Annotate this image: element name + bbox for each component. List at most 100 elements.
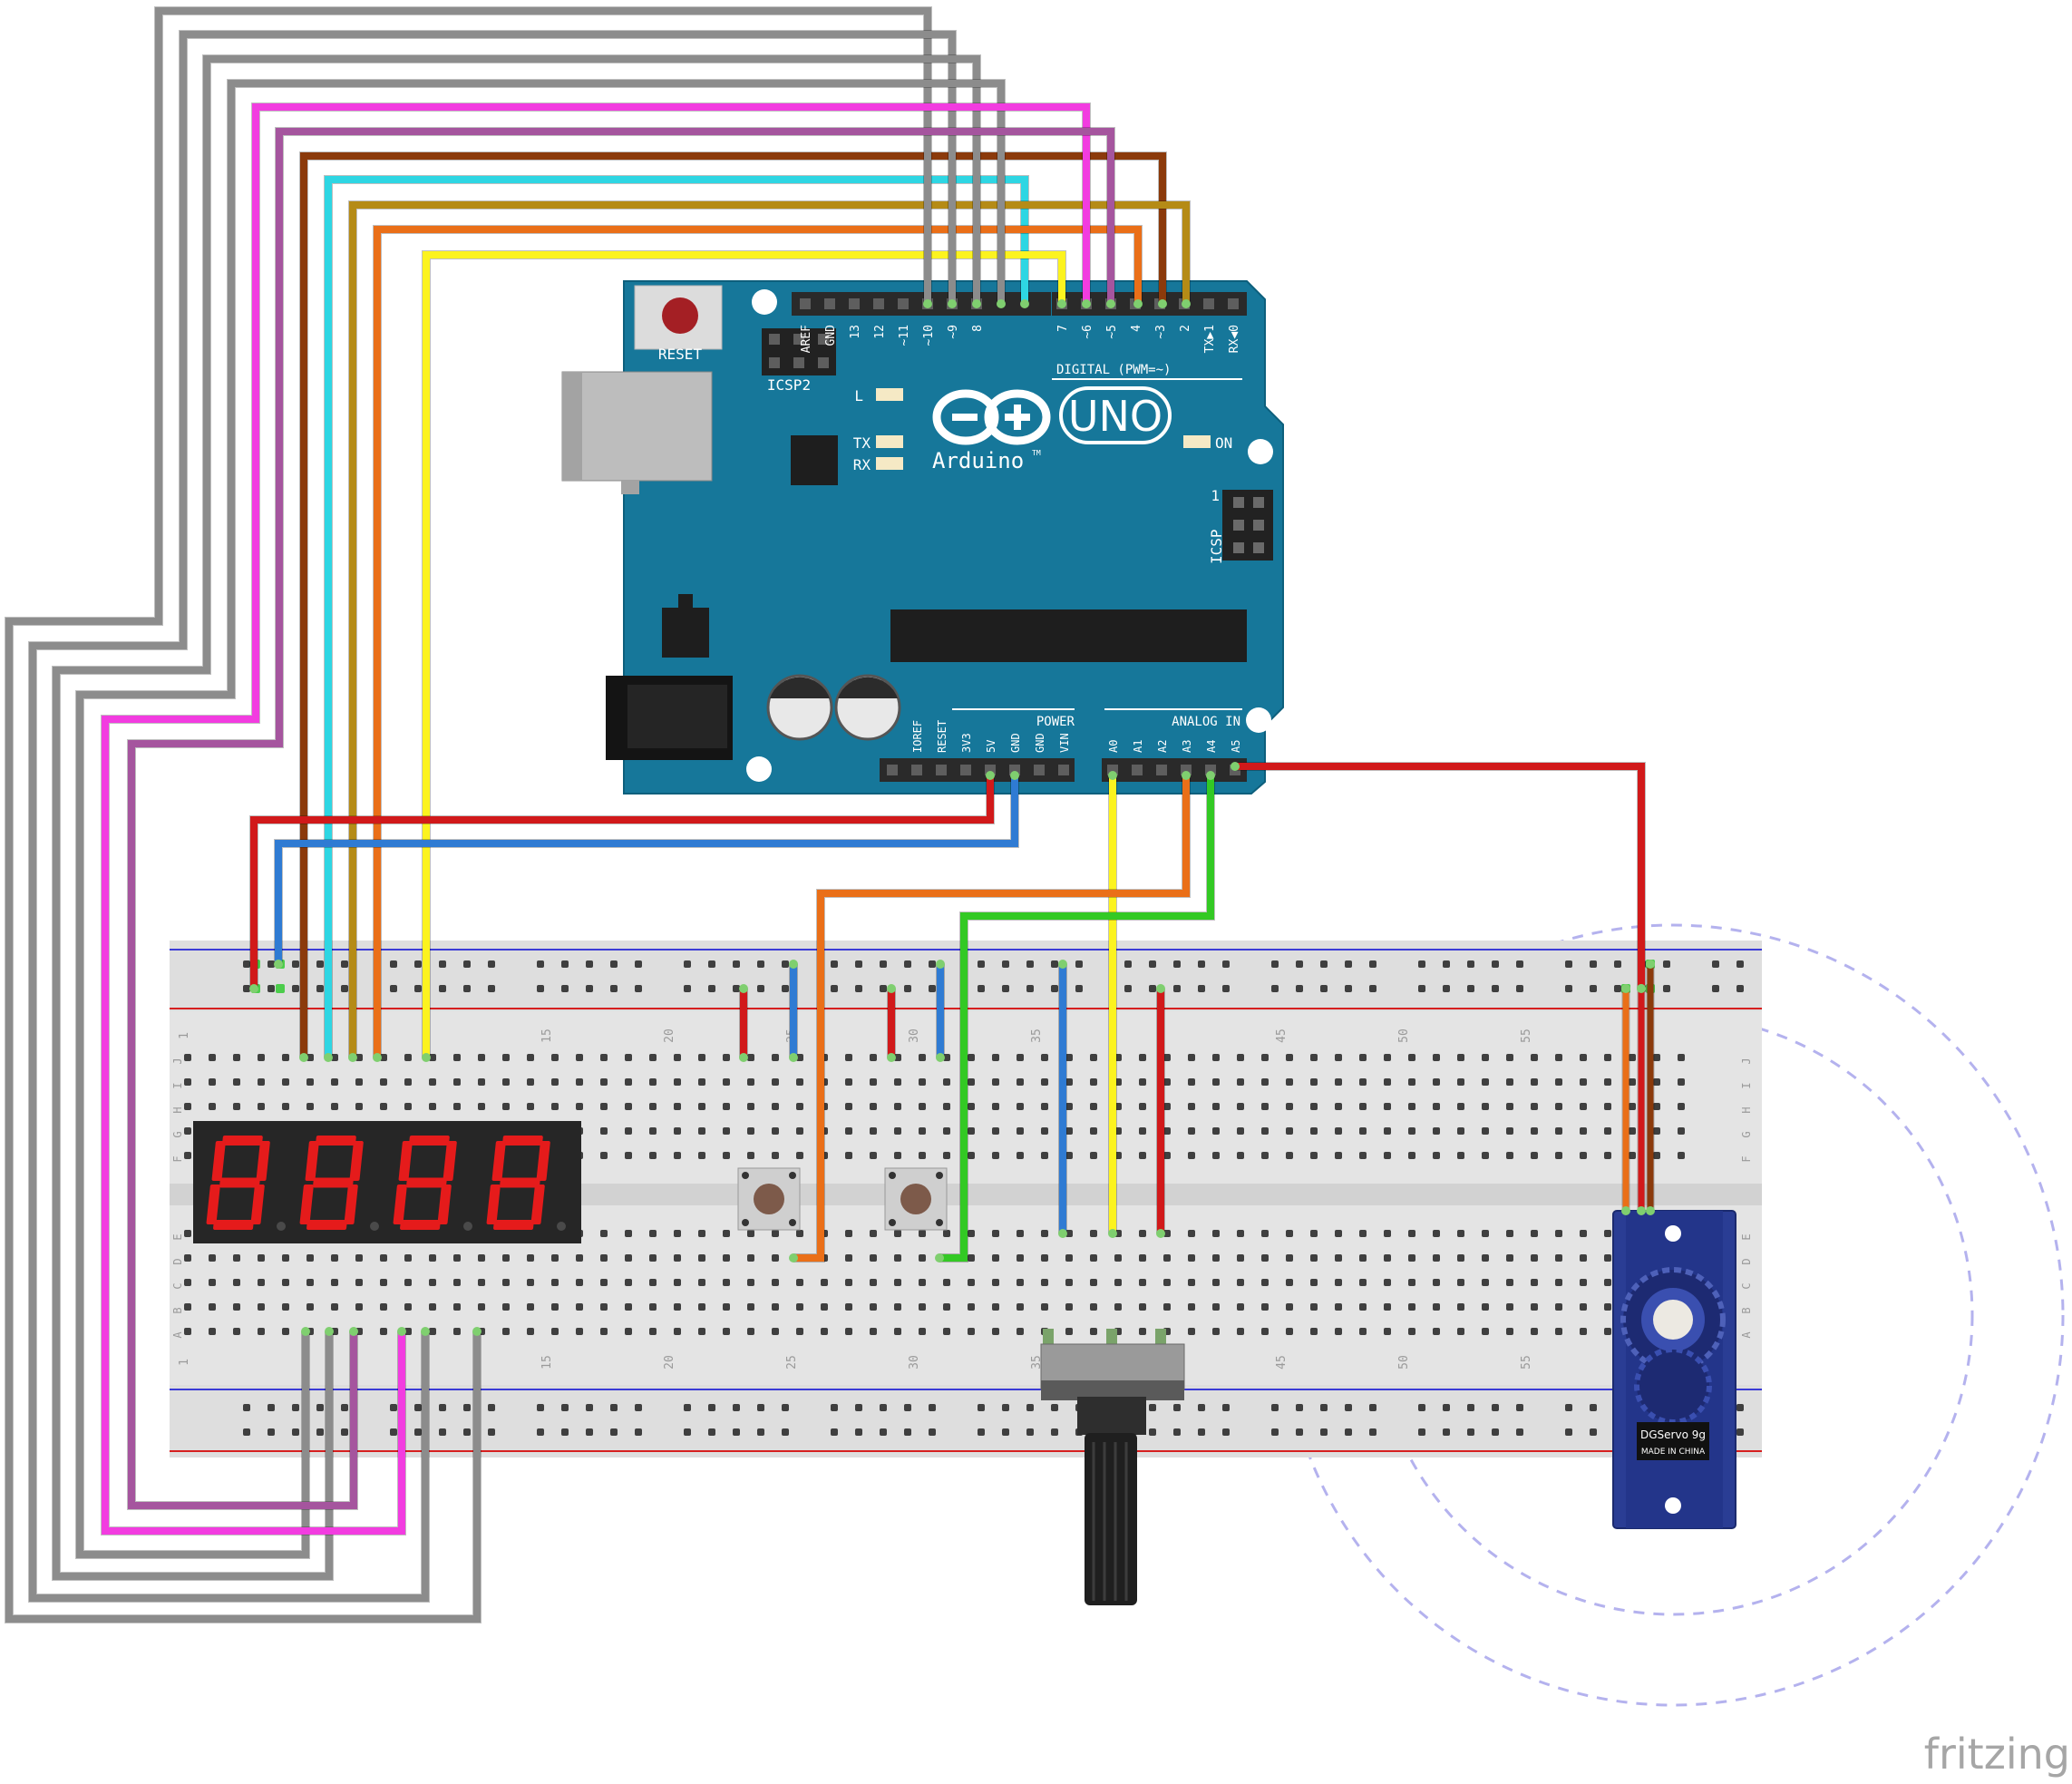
row-letter: E	[171, 1233, 184, 1240]
display-segment	[437, 1184, 452, 1224]
row-letter: G	[1740, 1131, 1753, 1137]
digital-pin-label: 12	[873, 325, 887, 339]
icsp-pin1-label: 1	[1211, 487, 1220, 504]
column-number: 55	[1520, 1028, 1533, 1043]
wire-orange	[373, 225, 1143, 1062]
row-letter: J	[171, 1058, 184, 1064]
digital-label: DIGITAL (PWM=~)	[1056, 363, 1171, 377]
wire-gray	[52, 54, 981, 1581]
header-pin	[1156, 765, 1167, 775]
analog-pin-label: A3	[1181, 740, 1193, 753]
column-number: 45	[1275, 1355, 1289, 1370]
header-pin	[849, 298, 860, 309]
button-cap	[900, 1184, 931, 1214]
display-segment	[211, 1141, 226, 1181]
reset-button-cap	[662, 297, 698, 334]
wire-green-a4	[935, 771, 1215, 1262]
digital-pin-label: TX▶1	[1203, 325, 1217, 353]
column-number: 55	[1520, 1355, 1533, 1370]
header-pin	[1203, 298, 1214, 309]
usb-chip	[791, 435, 838, 485]
header-pin	[800, 298, 811, 309]
display-segment	[250, 1184, 265, 1224]
analog-pin-label: A1	[1132, 740, 1144, 753]
voltage-regulator	[662, 608, 709, 658]
display-segment	[213, 1220, 254, 1230]
digital-pin-label: ~9	[947, 325, 960, 339]
capacitor	[834, 674, 901, 741]
power-pin-label: GND	[1009, 733, 1022, 753]
display-segment	[256, 1141, 270, 1181]
display-segment	[306, 1220, 347, 1230]
icsp-header	[1222, 490, 1273, 561]
mount-hole	[1248, 439, 1273, 464]
column-number: 25	[785, 1355, 799, 1370]
display-dp	[557, 1222, 566, 1231]
display-segment	[219, 1177, 260, 1188]
digital-pin-label: 4	[1130, 325, 1143, 332]
wire-jumper-red	[887, 984, 896, 1062]
row-letter: I	[171, 1082, 184, 1088]
digital-pin-label: 13	[849, 325, 862, 339]
display-segment	[536, 1141, 550, 1181]
wire-purple	[127, 127, 1115, 1510]
led-l	[876, 388, 903, 401]
display-digits	[206, 1136, 566, 1231]
wire-yellow	[422, 250, 1066, 1062]
wire-jumper-blue	[936, 960, 945, 1062]
wire-blue-gnd	[274, 771, 1019, 969]
led-on	[1183, 435, 1211, 448]
header-pin	[873, 298, 884, 309]
power-pin-label: VIN	[1058, 733, 1071, 753]
row-letter: D	[171, 1258, 184, 1264]
display-segment	[299, 1184, 314, 1224]
display-segment	[313, 1177, 354, 1188]
potentiometer[interactable]	[1040, 1329, 1185, 1605]
wires	[5, 6, 1655, 1623]
atmega-chip	[890, 609, 1247, 662]
display-digit	[206, 1136, 286, 1231]
wire-servo-orange	[1621, 984, 1630, 1215]
icsp2-label: ICSP2	[767, 376, 811, 394]
board-pcb	[623, 280, 1284, 795]
display-digit	[393, 1136, 472, 1231]
wire-cyan	[324, 175, 1029, 1062]
column-number: 1	[178, 1032, 191, 1039]
digital-pin-label: 8	[971, 325, 985, 332]
column-number: 30	[908, 1028, 921, 1043]
digital-pin-label: ~5	[1105, 325, 1119, 339]
row-letter: D	[1740, 1258, 1753, 1264]
power-pin-label: 3V3	[960, 733, 973, 753]
servo-model-label: DGServo 9g	[1640, 1428, 1706, 1441]
header-pin	[1058, 765, 1069, 775]
push-button-2[interactable]	[884, 1167, 948, 1231]
display-segment	[400, 1220, 441, 1230]
header-pin	[960, 765, 971, 775]
tm-label: TM	[1032, 449, 1041, 457]
pot-knob[interactable]	[1085, 1433, 1137, 1605]
led-tx	[876, 435, 903, 448]
digital-pin-label: ~11	[898, 325, 911, 346]
power-pin-label: 5V	[985, 740, 997, 753]
column-number: 30	[908, 1355, 921, 1370]
power-pin-label: RESET	[936, 720, 948, 753]
wire-gray	[75, 79, 1006, 1559]
mount-hole	[1246, 707, 1271, 733]
reset-label: RESET	[658, 346, 703, 363]
wire-jumper-red	[739, 984, 748, 1062]
wire-brown	[299, 151, 1167, 1062]
display-segment	[530, 1184, 545, 1224]
fritzing-watermark: fritzing	[1924, 1730, 2070, 1779]
display-dp	[277, 1222, 286, 1231]
analog-label: ANALOG IN	[1172, 715, 1240, 729]
display-segment	[344, 1184, 358, 1224]
display-segment	[305, 1141, 319, 1181]
column-number: 35	[1030, 1355, 1044, 1370]
column-number: 20	[663, 1028, 676, 1043]
row-letter: B	[171, 1307, 184, 1313]
push-button-1[interactable]	[737, 1167, 801, 1231]
display-segment	[493, 1220, 534, 1230]
